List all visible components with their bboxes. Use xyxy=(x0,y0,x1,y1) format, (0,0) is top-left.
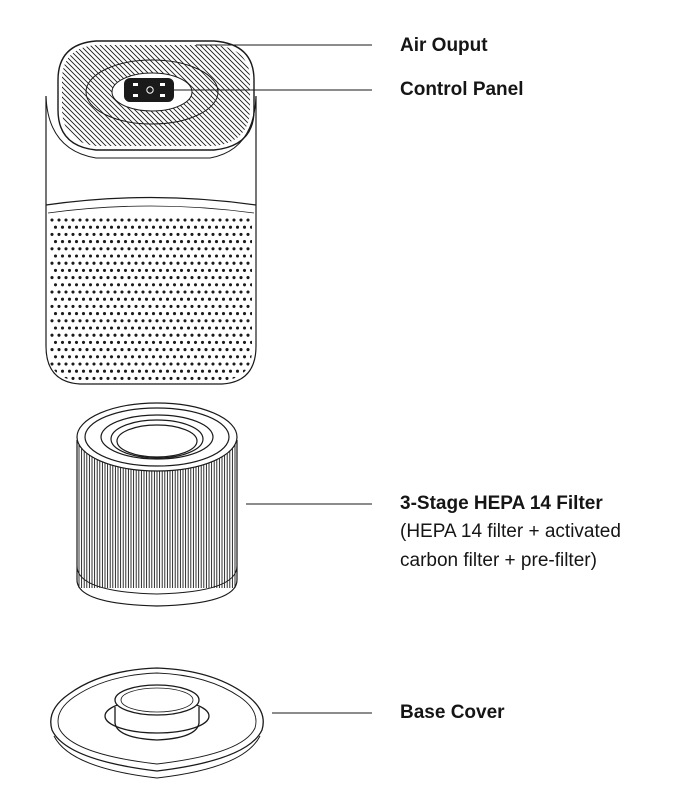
filter-top-ring xyxy=(100,414,214,460)
label-filter-title: 3-Stage HEPA 14 Filter xyxy=(400,493,603,514)
base-inner xyxy=(57,672,257,765)
base-lip xyxy=(53,735,261,779)
top-cap-rim xyxy=(45,95,257,159)
top-cap xyxy=(57,40,255,151)
base-outer xyxy=(50,667,264,772)
label-base-cover: Base Cover xyxy=(400,702,505,723)
purifier-body xyxy=(45,40,257,385)
control-panel-display xyxy=(124,78,174,102)
body-seam-inner xyxy=(47,205,255,214)
label-control-panel: Control Panel xyxy=(400,79,524,100)
base-cover xyxy=(50,667,264,779)
base-hub-side xyxy=(114,707,200,741)
filter-top-outer xyxy=(76,402,238,472)
filter-core-outer xyxy=(110,419,204,459)
base-hub-top-inner xyxy=(120,687,194,713)
filter-top-rim xyxy=(84,407,230,467)
air-intake-grille xyxy=(50,218,252,380)
label-filter-desc-1: (HEPA 14 filter + activated xyxy=(400,521,621,542)
filter-side-outline xyxy=(76,440,238,607)
label-air-output: Air Ouput xyxy=(400,35,488,56)
label-filter-desc-2: carbon filter + pre-filter) xyxy=(400,550,597,571)
filter-bottom-band xyxy=(76,565,238,595)
base-hub-top xyxy=(114,684,200,716)
body-seam xyxy=(45,196,257,206)
body-outline xyxy=(45,96,257,385)
filter-core-inner xyxy=(116,424,198,458)
hepa-filter xyxy=(76,402,238,607)
leader-lines xyxy=(160,44,372,714)
